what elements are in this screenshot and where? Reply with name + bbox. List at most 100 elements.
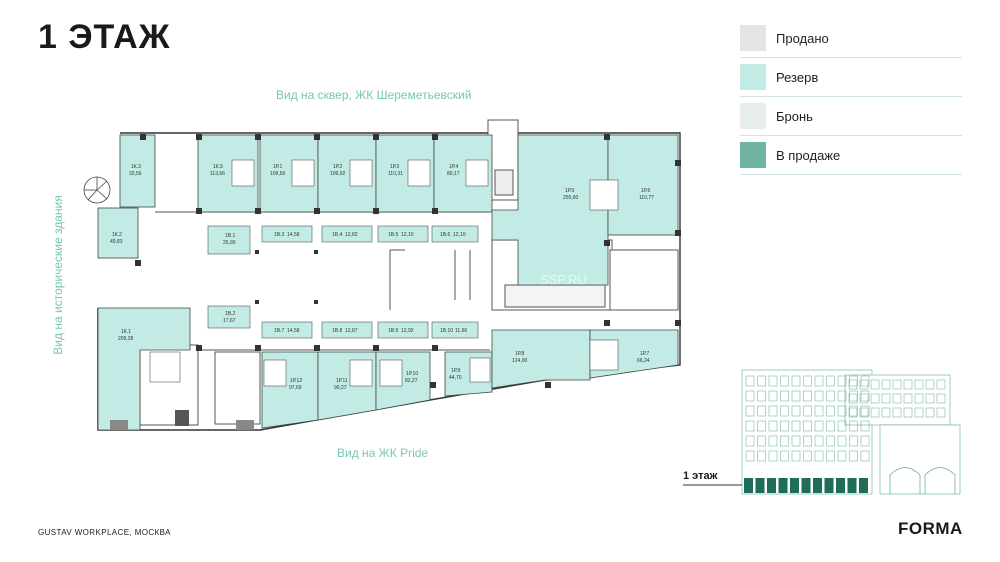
elevation-window <box>745 375 755 387</box>
unit-1p8 <box>491 329 591 389</box>
unit-code: 1В.1 <box>225 233 236 239</box>
right-service <box>609 249 679 311</box>
unit-area: 17,67 <box>223 318 236 324</box>
corridor-units <box>207 225 479 339</box>
column <box>604 320 610 326</box>
legend-item-reserve: Резерв <box>740 58 962 97</box>
column <box>175 410 189 426</box>
column <box>675 160 681 166</box>
elevation-window <box>837 450 847 462</box>
unit-area: 113,66 <box>210 171 225 177</box>
elevation-window <box>849 405 858 417</box>
legend-swatch-reserve <box>740 64 766 90</box>
unit-code: 1В.9 <box>388 328 399 334</box>
unit-area: 110,31 <box>388 171 403 177</box>
wc-detail-1k5 <box>231 159 255 187</box>
unit-1v6 <box>431 225 479 243</box>
wc-detail-1p4 <box>465 159 489 187</box>
unit-code: 1В.4 <box>332 232 343 238</box>
elevation-window <box>837 435 847 447</box>
elevation-window <box>768 405 778 417</box>
wc-detail-1k1 <box>149 351 181 383</box>
elevation-window <box>803 420 812 432</box>
column <box>255 250 259 254</box>
elevation-window <box>791 420 801 432</box>
elevation-ground-window <box>824 478 834 493</box>
elevation-window <box>768 375 778 387</box>
elevation-ground-window <box>859 478 868 493</box>
view-label-top: Вид на сквер, ЖК Шереметьевский <box>276 88 472 102</box>
elevation-arches <box>889 467 956 494</box>
legend-label-sold: Продано <box>776 30 829 46</box>
elevation-window <box>745 435 755 447</box>
elevation-window <box>826 450 835 462</box>
elevation-window <box>859 393 869 404</box>
status-legend: Продано Резерв Бронь В продаже <box>740 19 962 175</box>
spiral-stair <box>83 176 111 204</box>
unit-1k2 <box>97 207 139 259</box>
unit-area: 80,17 <box>447 171 460 177</box>
elevation-window <box>903 407 913 418</box>
elevation-window <box>925 393 935 404</box>
wc-detail-1p3 <box>407 159 431 187</box>
wc-detail-1p10 <box>379 359 403 387</box>
legend-item-booked: Бронь <box>740 97 962 136</box>
stair-bottom-left <box>214 351 261 425</box>
elevation-window <box>860 420 870 432</box>
elevation-window <box>849 435 858 447</box>
unit-area: 14,58 <box>287 328 300 334</box>
legend-label-booked: Бронь <box>776 108 813 124</box>
column <box>432 134 438 140</box>
elevation-ground-window <box>790 478 799 493</box>
elevation-window <box>903 393 913 404</box>
unit-code: 1В.5 <box>388 232 399 238</box>
elevation-window <box>803 450 812 462</box>
elevation-window <box>848 407 858 418</box>
unit-area: 66,24 <box>637 358 650 364</box>
unit-1v5 <box>377 225 429 243</box>
elevation-ground-window <box>813 478 822 493</box>
unit-area: 109,92 <box>330 171 346 177</box>
elevation-window <box>914 393 924 404</box>
column <box>314 345 320 351</box>
elevation-window <box>892 379 902 390</box>
elevation-window <box>849 420 858 432</box>
unit-area: 97,69 <box>289 385 302 391</box>
elevation-ground-window <box>744 478 753 493</box>
elevation-ground-window <box>755 478 765 493</box>
elevation-window <box>848 393 858 404</box>
elevation-window <box>780 375 789 387</box>
elevation-window <box>757 420 766 432</box>
interior-details <box>149 159 619 387</box>
unit-1v2 <box>207 305 251 329</box>
elevation-window <box>837 390 847 402</box>
unit-1v8 <box>321 321 373 339</box>
unit-1k3 <box>119 134 156 208</box>
unit-labels: 1К.3 33,56 1К.5 113,66 1Р.1 109,50 1Р.2 … <box>110 164 654 391</box>
unit-code: 1К.1 <box>121 329 131 335</box>
wc-detail-1p1 <box>291 159 315 187</box>
unit-area: 25,99 <box>223 240 236 246</box>
elevation-window <box>780 405 789 417</box>
elevation-window <box>881 407 891 418</box>
unit-1v3 <box>261 225 313 243</box>
elevation-window <box>814 390 824 402</box>
elevation-window <box>745 405 755 417</box>
column <box>236 420 254 430</box>
column <box>373 345 379 351</box>
elevation-window <box>925 407 935 418</box>
column <box>255 134 261 140</box>
column <box>255 300 259 304</box>
elevation-window <box>860 390 870 402</box>
elevation-window <box>814 420 824 432</box>
unit-area: 209,28 <box>118 336 134 342</box>
elevation-window <box>870 393 880 404</box>
elevation-window <box>914 379 924 390</box>
column <box>140 134 146 140</box>
elevation-window <box>757 435 766 447</box>
elevation-window <box>859 407 869 418</box>
unit-area: 124,00 <box>512 358 528 364</box>
elevation-window <box>870 407 880 418</box>
